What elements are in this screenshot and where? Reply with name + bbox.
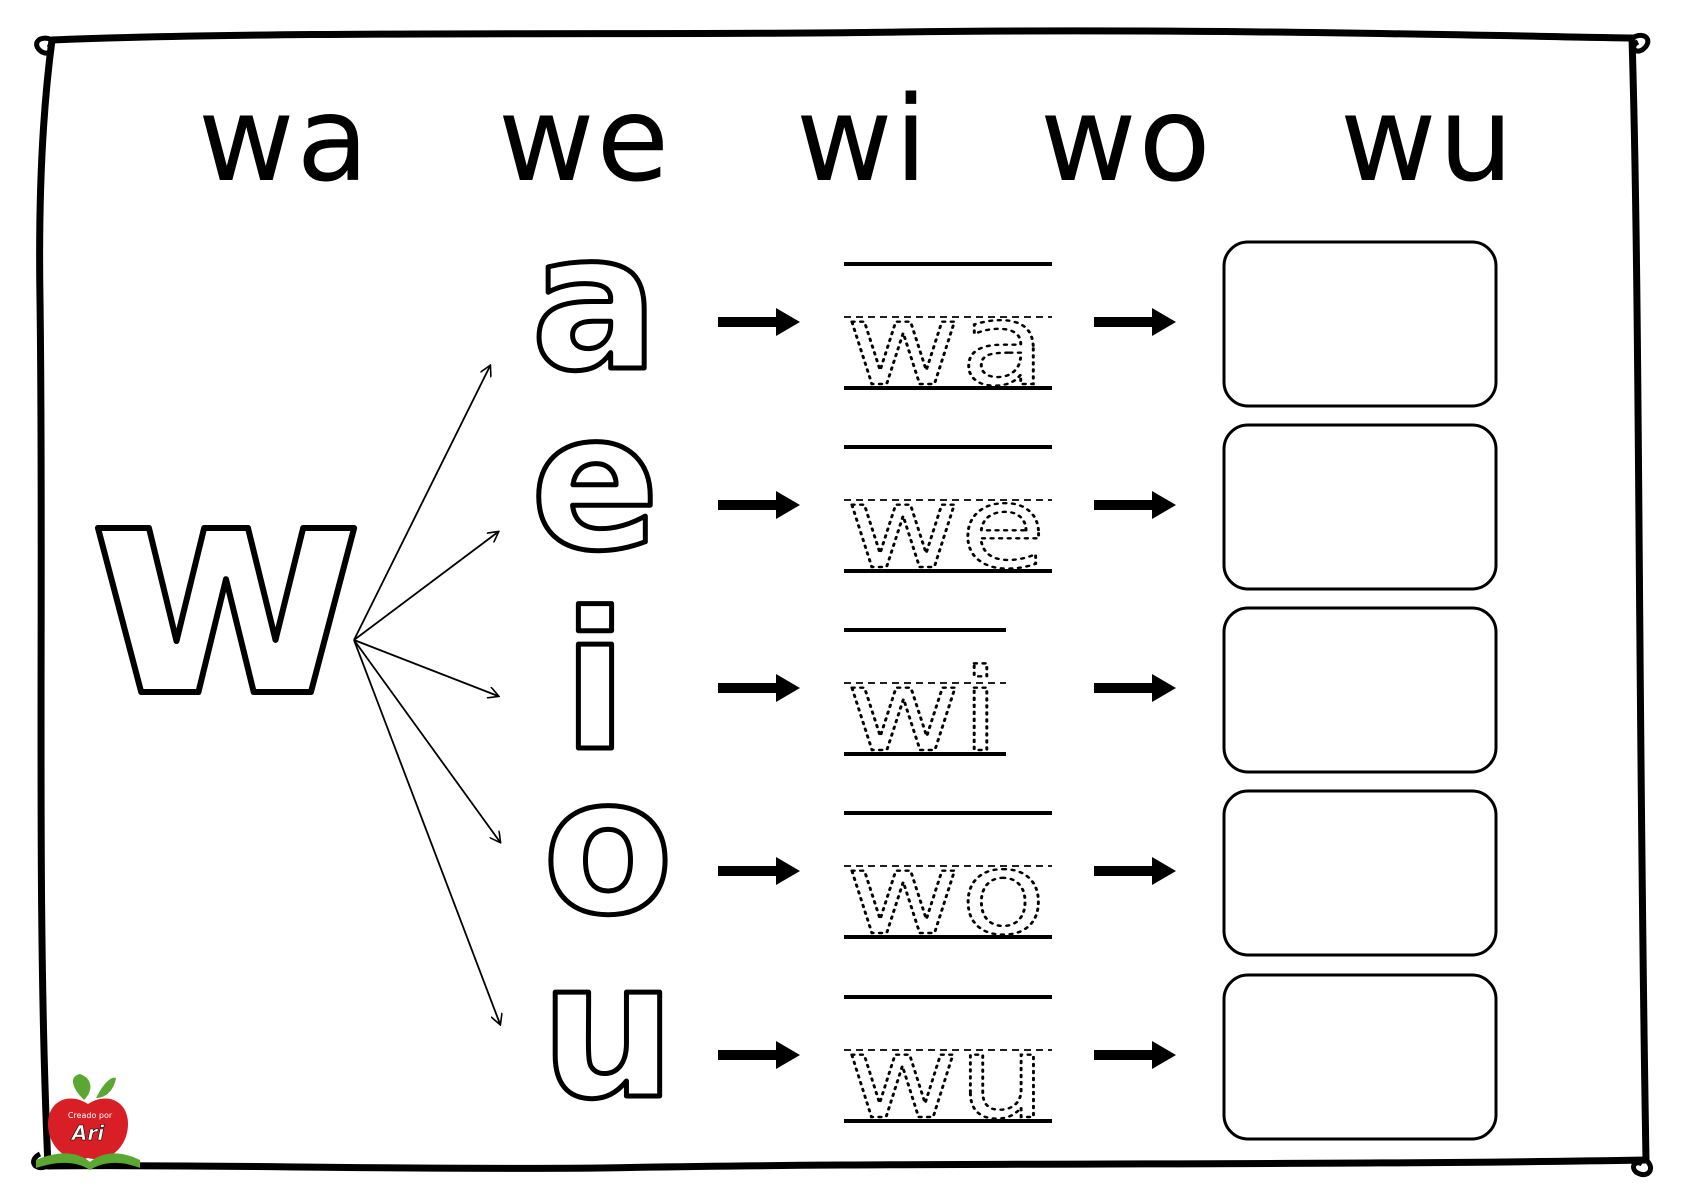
frame-curl-top-right (1630, 32, 1651, 54)
vowel-o: o (543, 736, 674, 957)
row-arrow-to-trace-wo (718, 857, 800, 885)
answer-box-wa (1222, 240, 1498, 408)
vowel-i: i (562, 572, 627, 793)
trace-word-wa: wa (846, 278, 1046, 411)
row-arrow-to-trace-wu (718, 1041, 800, 1069)
frame-curl-top-left (34, 35, 55, 56)
branch-arrow-e (353, 532, 498, 641)
vowel-e: e (531, 372, 660, 593)
consonant-outline-letter: w (87, 414, 364, 763)
answer-box-wu (1222, 973, 1498, 1141)
frame-curl-bottom-left (31, 1151, 49, 1170)
vowel-a: a (531, 192, 659, 413)
header-syllable-wu: wu (1340, 70, 1516, 208)
row-arrow-to-box-wo (1094, 857, 1176, 885)
header-syllable-wo: wo (1040, 70, 1213, 208)
page-frame (36, 27, 1650, 1172)
branch-arrow-i (353, 639, 498, 696)
trace-word-we: we (846, 461, 1046, 594)
vowel-column: a e i o u (528, 190, 678, 1144)
branch-arrow-a (353, 366, 490, 641)
logo-apple (48, 1098, 128, 1160)
header-syllable-wi: wi (796, 70, 930, 208)
creator-logo: Creado por Ari (36, 1074, 140, 1170)
row-arrow-to-trace-wi (718, 674, 800, 702)
header-syllable-wa: wa (198, 70, 371, 208)
logo-name: Ari (70, 1121, 105, 1145)
branch-arrow-u (353, 639, 500, 1024)
branch-arrow-o (353, 639, 500, 842)
branch-arrows (353, 366, 500, 1024)
row-arrow-to-box-wa (1094, 308, 1176, 336)
trace-word-wu: wu (846, 1011, 1046, 1144)
row-arrow-to-trace-we (718, 491, 800, 519)
trace-word-wi: wi (846, 644, 1000, 777)
answer-box-wi (1222, 606, 1498, 774)
vowel-u: u (540, 920, 675, 1141)
row-arrow-to-trace-wa (718, 308, 800, 336)
logo-leaf-left (72, 1074, 91, 1100)
frame-curl-bottom-right (1631, 1158, 1653, 1178)
row-arrow-to-box-wu (1094, 1041, 1176, 1069)
answer-box-we (1222, 423, 1498, 591)
logo-book (36, 1153, 140, 1170)
row-arrow-to-box-we (1094, 491, 1176, 519)
trace-word-wo: wo (846, 827, 1046, 960)
row-arrow-to-box-wi (1094, 674, 1176, 702)
logo-small-text: Creado por (68, 1111, 113, 1120)
logo-leaf-right (96, 1077, 116, 1098)
answer-box-wo (1222, 789, 1498, 957)
header-syllable-we: we (498, 70, 672, 208)
